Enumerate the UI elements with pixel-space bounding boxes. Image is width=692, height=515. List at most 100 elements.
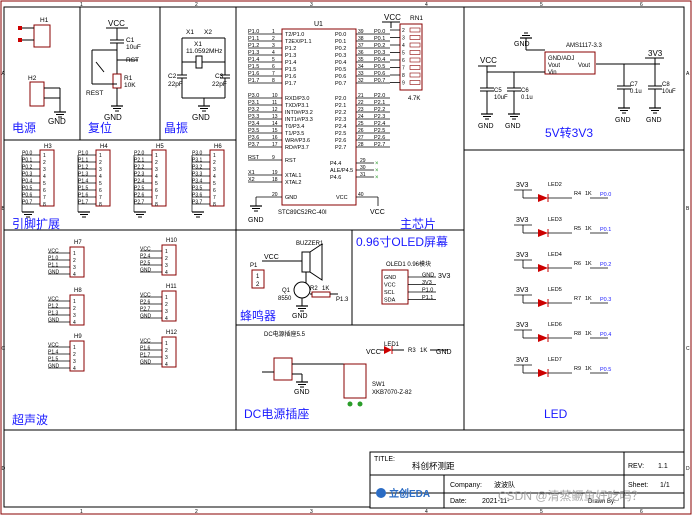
c3-ref: C3 — [215, 73, 224, 80]
mcu-pin-net: P1.5 — [248, 64, 259, 70]
ultrasonic-net: VCC — [140, 293, 151, 299]
mcu-pin-number: 37 — [358, 43, 364, 49]
oled-pin-name: SCL — [384, 290, 395, 296]
mcu-pin-name: P4.4 — [330, 161, 341, 167]
dc-title: DC电源插座5.5 — [264, 330, 306, 338]
crystal-x2-net: X2 — [204, 29, 212, 36]
mcu-pin-number: 1 — [272, 29, 275, 35]
ultrasonic-net: VCC — [48, 249, 59, 255]
mcu-pin-number: 18 — [272, 177, 278, 183]
c3-value: 22pF — [212, 81, 227, 88]
led-resistor-ref: R6 — [574, 261, 581, 267]
mcu-pin-number: 38 — [358, 36, 364, 42]
ultrasonic-net: P1.1 — [48, 263, 59, 269]
reg-vout-pin: Vout — [548, 63, 560, 69]
mcu-pin-name: TXD/P3.1 — [285, 103, 309, 109]
header-pin-number: 7 — [43, 195, 46, 201]
mcu-pin-number: 13 — [272, 114, 278, 120]
ultrasonic-ref: H7 — [74, 240, 82, 246]
h2-ref: H2 — [28, 75, 37, 82]
led-net: P0.3 — [600, 297, 611, 303]
header-pin-number: 1 — [155, 153, 158, 159]
zone-col-label: 5 — [540, 509, 543, 515]
mcu-pin-number: 11 — [272, 100, 277, 106]
r2-resistor — [311, 291, 331, 298]
header-pin-number: 2 — [99, 160, 102, 166]
r2-value: 1K — [322, 286, 329, 292]
ultrasonic-net: P1.2 — [48, 304, 59, 310]
header-pin-number: 5 — [43, 181, 46, 187]
mcu-pin-net: P2.2 — [374, 107, 385, 113]
mcu-pin-name: P2.4 — [335, 124, 346, 130]
mcu-pin-net: P0.1 — [374, 36, 385, 42]
header-ref: H5 — [156, 144, 164, 150]
mcu-pin-name: P4.6 — [330, 175, 341, 181]
section-title-ultrasonic: 超声波 — [12, 412, 48, 427]
section-title-oled: 0.96寸OLED屏幕 — [356, 235, 448, 249]
mcu-pin-net: P3.5 — [248, 128, 259, 134]
led-diode — [538, 369, 548, 377]
rn1-pin-number: 9 — [402, 81, 405, 87]
section-title-mcu: 主芯片 — [400, 217, 436, 231]
header-pin-number: 5 — [213, 181, 216, 187]
header-pin-number: 1 — [99, 153, 102, 159]
mcu-pin-number: 22 — [358, 100, 364, 106]
led-ref: LED6 — [548, 322, 562, 328]
header-net: P3.3 — [192, 172, 203, 178]
led-net: P0.0 — [600, 192, 611, 198]
header-pin-number: 2 — [213, 160, 216, 166]
rn1-pin-number: 6 — [402, 58, 405, 64]
mcu-pin-number: 31 — [360, 172, 366, 178]
buzzer-body — [301, 251, 311, 273]
rn1-pin-number: 5 — [402, 51, 405, 57]
zone-row-label: D — [686, 466, 690, 472]
mcu-pin-name: WR#/P3.6 — [285, 138, 310, 144]
oled-pin-net: P1.1 — [422, 295, 433, 301]
led-3v3-label: 3V3 — [516, 287, 529, 294]
mcu-pin-name: RST — [285, 158, 297, 164]
reset-gnd-label: GND — [104, 113, 122, 122]
q1-value: 8550 — [278, 296, 292, 302]
ultrasonic-ref: H11 — [166, 284, 177, 290]
mcu-pin-number: 16 — [272, 135, 278, 141]
mcu-pin-name: P0.1 — [335, 39, 346, 45]
q1-ref: Q1 — [282, 288, 291, 294]
mcu-pin-number: 25 — [358, 121, 364, 127]
rn1-element — [409, 35, 421, 40]
header-pin-number: 3 — [43, 167, 46, 173]
ultrasonic-pin-number: 4 — [165, 362, 168, 368]
mcu-pin-number: 29 — [360, 158, 366, 164]
ultrasonic-pin-number: 3 — [165, 263, 168, 269]
rn1-element — [409, 65, 421, 70]
rn1-element — [409, 42, 421, 48]
ultrasonic-connector — [161, 336, 177, 368]
rn1-value: 4.7K — [408, 96, 420, 102]
mcu-pin-name: P1.2 — [285, 46, 296, 52]
mcu-pin-net: X2 — [248, 177, 255, 183]
mcu-pin-name: XTAL2 — [285, 180, 301, 186]
header-pin-number: 4 — [99, 174, 102, 180]
c2-ref: C2 — [168, 73, 177, 80]
mcu-body — [281, 28, 357, 206]
ultrasonic-pin-number: 4 — [73, 320, 76, 326]
mcu-pin-name: P1.4 — [285, 60, 296, 66]
buzzer-gnd: GND — [292, 313, 308, 320]
mcu-pin-number: 33 — [358, 71, 364, 77]
led-resistor-value: 1K — [585, 296, 592, 302]
mcu-pin-number: 7 — [272, 71, 275, 77]
mcu-pin-number: 36 — [358, 50, 364, 56]
oled-pin-name: SDA — [384, 298, 396, 304]
ultrasonic-net: GND — [140, 268, 152, 274]
mcu-pin-net: P2.7 — [374, 142, 385, 148]
zone-col-label: 2 — [195, 2, 198, 8]
mcu-pin-number: 26 — [358, 128, 364, 134]
mcu-pin-number: 4 — [272, 50, 275, 56]
ultrasonic-net: P2.5 — [140, 261, 151, 267]
header-pin-number: 6 — [99, 188, 102, 194]
company-value: 波波队 — [494, 480, 515, 489]
led-net: P0.2 — [600, 262, 611, 268]
drawn-by-label: Drawn By: — [588, 499, 616, 505]
mcu-pin-net: P2.4 — [374, 121, 385, 127]
